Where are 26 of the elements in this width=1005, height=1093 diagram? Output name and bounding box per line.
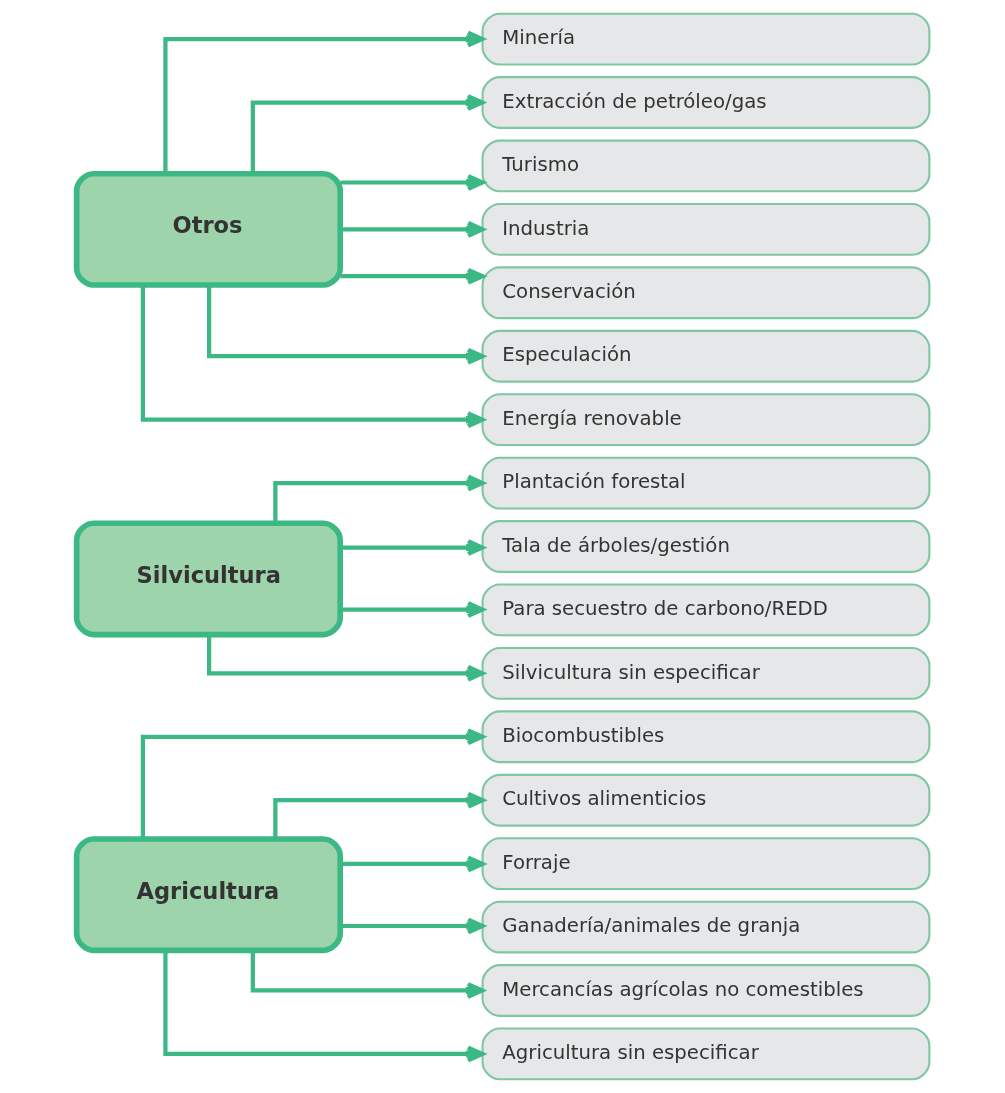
node-box: Turismo bbox=[481, 139, 930, 193]
node-box: Otros bbox=[73, 170, 343, 288]
node-box: Silvicultura bbox=[73, 520, 343, 638]
node-box: Silvicultura sin especificar bbox=[481, 646, 930, 700]
arrow bbox=[272, 474, 485, 524]
node-box: Minería bbox=[481, 12, 930, 66]
node-box: Plantación forestal bbox=[481, 456, 930, 510]
node-box: Biocombustibles bbox=[481, 710, 930, 764]
node-box: Conservación bbox=[481, 266, 930, 320]
node-box: Ganadería/animales de granja bbox=[481, 900, 930, 954]
node-box: Agricultura sin especificar bbox=[481, 1027, 930, 1081]
node-box: Agricultura bbox=[73, 836, 343, 954]
node-box: Forraje bbox=[481, 837, 930, 891]
arrow bbox=[250, 950, 484, 999]
node-box: Extracción de petróleo/gas bbox=[481, 76, 930, 129]
arrow bbox=[162, 30, 484, 174]
node-box: Para secuestro de carbono/REDD bbox=[481, 583, 930, 637]
node-box: Industria bbox=[481, 202, 930, 256]
arrow bbox=[250, 94, 484, 174]
arrow bbox=[162, 950, 484, 1063]
node-box: Especulación bbox=[481, 329, 930, 383]
node-box: Mercancías agrícolas no comestibles bbox=[481, 964, 930, 1017]
node-box: Tala de árboles/gestión bbox=[481, 520, 930, 573]
node-box: Energía renovable bbox=[481, 393, 930, 447]
node-box: Cultivos alimenticios bbox=[481, 773, 930, 827]
arrow bbox=[272, 791, 485, 839]
